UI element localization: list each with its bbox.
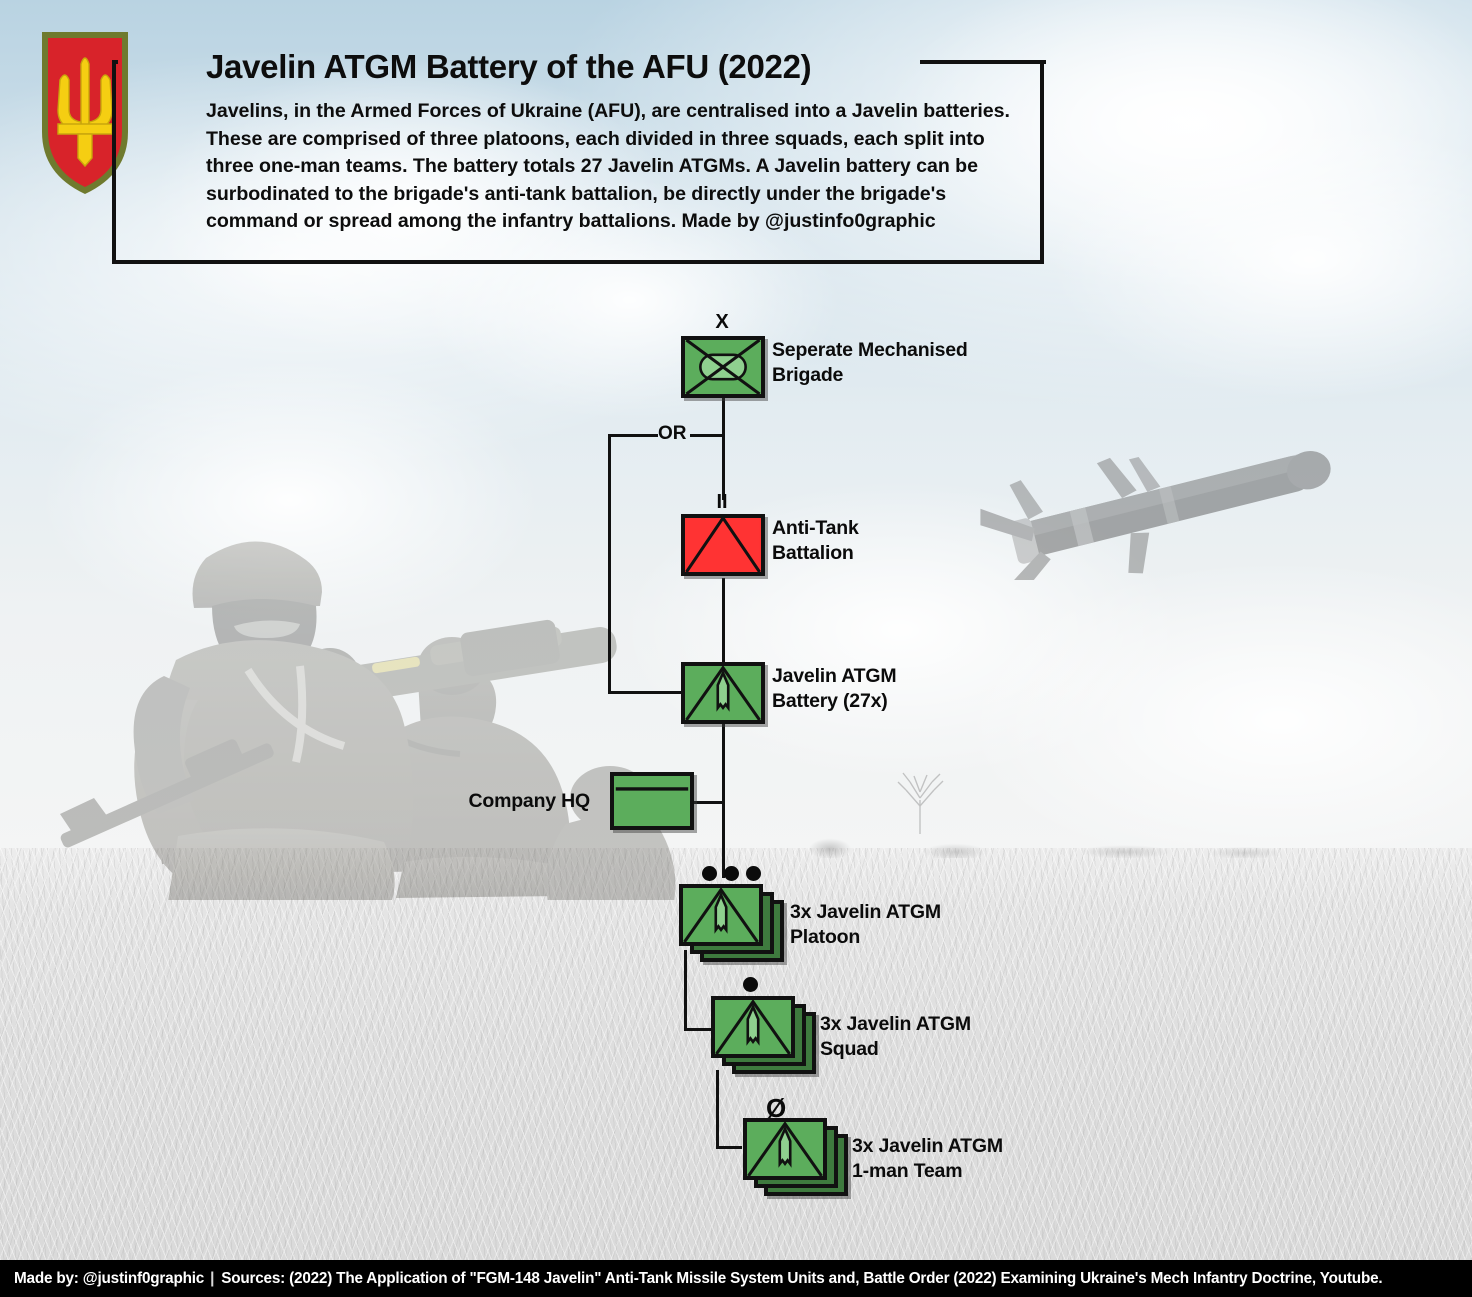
unit-symbol-brigade — [681, 336, 765, 398]
cloud — [1050, 120, 1472, 400]
javelin-atgm-icon — [685, 666, 761, 720]
unit-label-javelin-platoon: 3x Javelin ATGM Platoon — [790, 901, 941, 948]
ukrainian-tryzub-shield-patch-icon — [42, 32, 128, 194]
title-box — [112, 60, 1044, 264]
connector-battery-to-company-hq — [693, 801, 723, 804]
unit-label-javelin-squad: 3x Javelin ATGM Squad — [820, 1013, 971, 1060]
platoon-dot — [702, 866, 717, 881]
unit-label-javelin-battery: Javelin ATGM Battery (27x) — [772, 665, 897, 712]
unit-label-brigade: Seperate Mechanised Brigade — [772, 339, 968, 386]
unit-symbol-javelin-platoon — [679, 884, 763, 946]
headquarters-icon — [615, 776, 689, 826]
connector-platoon-to-squad-vertical — [684, 950, 687, 1030]
platoon-dot — [724, 866, 739, 881]
unit-label-javelin-team: 3x Javelin ATGM 1-man Team — [852, 1135, 1003, 1182]
connector-brigade-to-battalion — [722, 398, 725, 500]
javelin-atgm-icon — [683, 888, 759, 942]
footer-separator: | — [210, 1269, 215, 1287]
unit-label-company-hq: Company HQ — [468, 790, 590, 812]
info-description: Javelins, in the Armed Forces of Ukraine… — [206, 100, 1010, 232]
cloud — [960, 560, 1472, 880]
echelon-marker-battalion: II — [716, 491, 728, 513]
echelon-marker-team: Ø — [766, 1093, 787, 1123]
connector-battalion-to-battery — [722, 578, 725, 663]
footer-sources: Sources: (2022) The Application of "FGM-… — [221, 1269, 1383, 1287]
footer-made-by: Made by: @justinf0graphic — [14, 1269, 205, 1287]
title-box-border-right-stub — [920, 60, 1046, 64]
connector-or-vertical — [608, 434, 611, 694]
lone-tree-icon — [897, 772, 944, 834]
connector-squad-to-team-horizontal — [716, 1146, 742, 1149]
horizon-treeline — [760, 824, 1280, 858]
page-title: Javelin ATGM Battery of the AFU (2022) — [206, 48, 812, 85]
connector-squad-to-team-vertical — [716, 1070, 719, 1148]
branch-label-or: OR — [658, 423, 687, 444]
echelon-marker-platoon — [702, 866, 761, 881]
squad-dot — [743, 977, 758, 992]
unit-symbol-javelin-squad — [711, 996, 795, 1058]
echelon-marker-brigade: X — [715, 311, 729, 333]
javelin-atgm-icon — [747, 1122, 823, 1176]
mechanised-infantry-icon — [685, 340, 761, 394]
connector-battery-to-platoon — [722, 723, 725, 878]
unit-symbol-javelin-team — [743, 1118, 827, 1180]
background-field — [0, 848, 1472, 1297]
cloud — [420, 180, 840, 420]
echelon-marker-squad — [743, 977, 758, 992]
unit-symbol-anti-tank-battalion — [681, 514, 765, 576]
unit-label-anti-tank-battalion: Anti-Tank Battalion — [772, 517, 859, 564]
connector-platoon-to-squad-horizontal — [684, 1028, 711, 1031]
unit-symbol-company-hq — [610, 772, 694, 830]
platoon-dot — [746, 866, 761, 881]
javelin-missile-in-flight — [980, 450, 1331, 580]
unit-symbol-javelin-battery — [681, 662, 765, 724]
javelin-atgm-icon — [715, 1000, 791, 1054]
connector-or-right — [690, 434, 724, 437]
connector-or-left — [608, 434, 658, 437]
connector-or-to-battery — [608, 691, 684, 694]
soldiers-with-javelin-photo — [60, 541, 676, 900]
footer-bar: Made by: @justinf0graphic | Sources: (20… — [0, 1260, 1472, 1297]
anti-tank-icon — [685, 518, 761, 572]
